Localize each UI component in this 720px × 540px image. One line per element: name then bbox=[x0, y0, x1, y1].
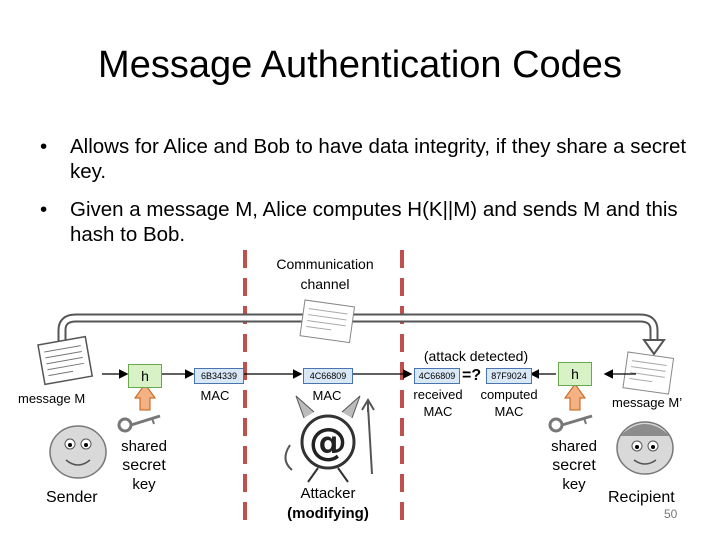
attacker-label: Attacker (modifying) bbox=[268, 484, 388, 524]
recipient-key-arrow bbox=[564, 383, 586, 411]
channel-arrow bbox=[57, 313, 666, 356]
bullet-text: Allows for Alice and Bob to have data in… bbox=[70, 135, 687, 183]
sender-key-label-line1: shared bbox=[121, 438, 167, 455]
bullet-item: • Allows for Alice and Bob to have data … bbox=[40, 134, 690, 184]
recipient-document-icon bbox=[622, 351, 675, 395]
sender-key-label-line3: key bbox=[132, 476, 156, 493]
received-mac-label: received MAC bbox=[408, 386, 468, 420]
recipient-face-icon bbox=[616, 421, 674, 475]
channel-document-icon bbox=[299, 299, 356, 344]
received-label-line1: received bbox=[413, 387, 463, 402]
channel-label: Communication channel bbox=[260, 256, 390, 292]
bullet-dot: • bbox=[40, 198, 48, 221]
recipient-message-label: message M’ bbox=[612, 395, 683, 410]
attacker-mac-code: 4C66809 bbox=[303, 368, 353, 384]
recipient-hash-box: h bbox=[558, 362, 592, 386]
recipient-name: Recipient bbox=[608, 489, 675, 506]
slide-title: Message Authentication Codes bbox=[98, 44, 622, 86]
channel-label-line2: channel bbox=[300, 276, 350, 292]
sender-mac-label: MAC bbox=[200, 388, 230, 403]
sender-document-icon bbox=[37, 335, 94, 386]
computed-label-line1: computed bbox=[480, 387, 538, 402]
recipient-key-label-line3: key bbox=[562, 476, 586, 493]
computed-mac-code: 87F9024 bbox=[486, 368, 532, 384]
sender-hash-box: h bbox=[128, 364, 162, 388]
sender-key-label: shared secret key bbox=[112, 437, 176, 494]
recipient-key-label-line1: shared bbox=[551, 438, 597, 455]
sender-message-label: message M bbox=[18, 391, 86, 406]
computed-mac-label: computed MAC bbox=[476, 386, 542, 420]
attack-detected-label: (attack detected) bbox=[423, 348, 529, 364]
bullet-dot: • bbox=[40, 135, 48, 158]
sender-key-label-line2: secret bbox=[122, 457, 166, 474]
svg-text:@: @ bbox=[309, 420, 347, 464]
attacker-mac-label: MAC bbox=[312, 388, 342, 403]
received-mac-code: 4C66809 bbox=[414, 368, 460, 384]
compare-symbol: =? bbox=[462, 367, 482, 384]
sender-mac-code: 6B34339 bbox=[194, 368, 244, 384]
channel-label-line1: Communication bbox=[276, 256, 374, 272]
page-number: 50 bbox=[664, 507, 678, 521]
received-label-line2: MAC bbox=[423, 404, 453, 419]
sender-face-icon bbox=[49, 425, 107, 479]
attacker-name: Attacker bbox=[300, 485, 356, 502]
recipient-key-label: shared secret key bbox=[542, 437, 606, 494]
sender-name: Sender bbox=[46, 489, 98, 506]
computed-label-line2: MAC bbox=[494, 404, 524, 419]
bullet-text: Given a message M, Alice computes H(K||M… bbox=[70, 198, 678, 246]
attacker-role: (modifying) bbox=[287, 505, 369, 522]
recipient-key-icon bbox=[548, 414, 593, 433]
attacker-devil-icon: @ bbox=[284, 395, 375, 483]
recipient-key-label-line2: secret bbox=[552, 457, 596, 474]
bullet-item: • Given a message M, Alice computes H(K|… bbox=[40, 197, 690, 247]
sender-key-icon bbox=[117, 414, 161, 433]
